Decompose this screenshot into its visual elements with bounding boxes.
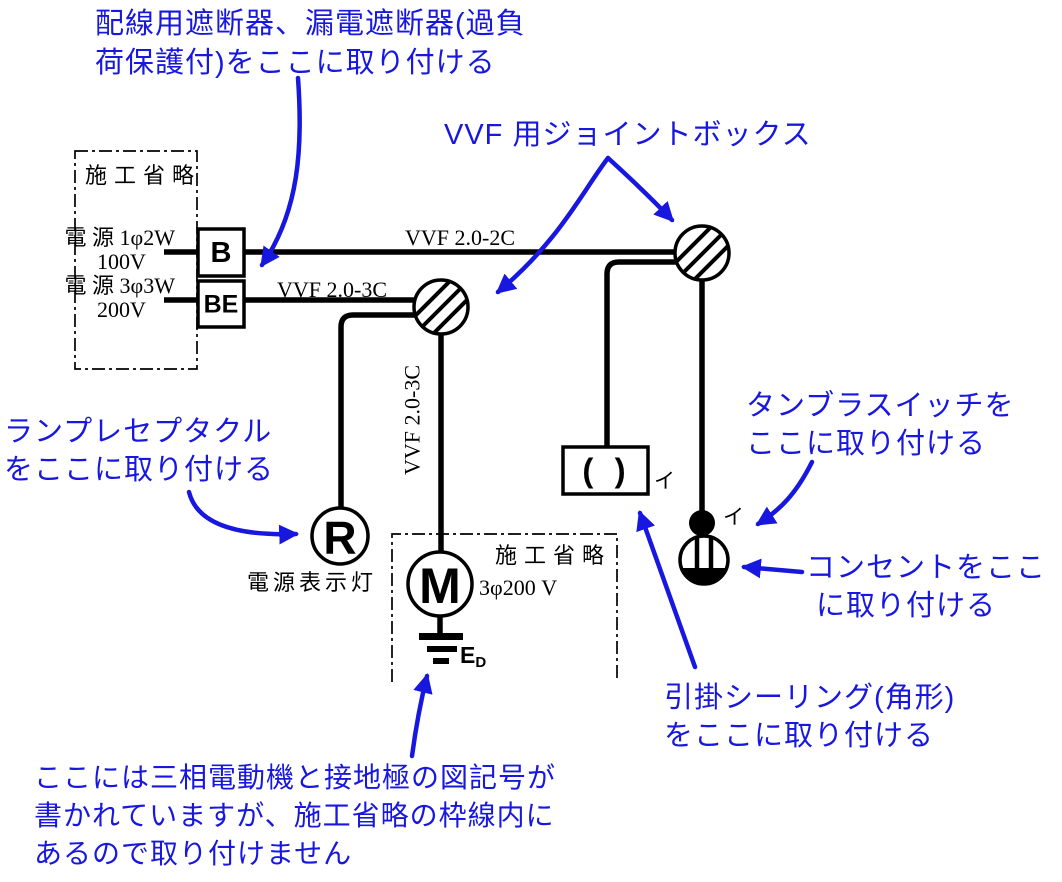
note-ceiling-line2: をここに取り付ける — [664, 720, 935, 752]
cable-label-left: VVF 2.0-3C — [277, 277, 388, 302]
switch-circuit-mark: イ — [723, 505, 744, 529]
cable-label-vertical: VVF 2.0-3C — [399, 364, 425, 476]
ground-electrode-icon — [419, 616, 463, 664]
breaker-be-label: BE — [203, 290, 239, 319]
lamp-caption: 電源表示灯 — [247, 570, 378, 595]
ground-label: ED — [460, 641, 486, 673]
ground-label-e: E — [460, 642, 476, 668]
note-breaker-line1: 配線用遮断器、漏電遮断器(過負 — [95, 8, 526, 40]
arrow-lamp — [186, 489, 299, 545]
tumbler-switch-icon — [689, 510, 715, 536]
arrow-jointbox-right — [605, 155, 675, 223]
note-ceiling-line1: 引掛シーリング(角形) — [664, 682, 956, 714]
wiring-lines — [164, 249, 705, 553]
note-outlet-line2: に取り付ける — [816, 590, 997, 622]
note-lamp-line1: ランプレセプタクル — [4, 416, 273, 448]
omission-box-top — [74, 150, 198, 370]
omission-label-motor: 施工省略 — [495, 543, 612, 568]
source2-label: 電 源 3φ3W — [64, 273, 175, 298]
wire-to-ceiling — [604, 259, 702, 448]
omission-label-top: 施工省略 — [85, 163, 202, 188]
note-lamp-line2: をここに取り付ける — [4, 454, 275, 486]
arrow-tumbler — [755, 459, 815, 527]
note-breaker-line2: 荷保護付)をここに取り付ける — [95, 47, 496, 79]
wire-to-lamp — [338, 312, 441, 509]
breaker-b-label: B — [210, 236, 232, 269]
outlet-icon — [678, 534, 730, 586]
lamp-letter: R — [323, 511, 357, 564]
arrow-outlet — [741, 558, 805, 579]
note-tumbler-line1: タンブラスイッチを — [746, 390, 1015, 422]
source1-voltage: 100V — [97, 249, 146, 274]
note-outlet-line1: コンセントをここ — [806, 552, 1047, 584]
note-motor-line1: ここには三相電動機と接地極の図記号が — [34, 762, 557, 793]
annotation-arrows — [186, 75, 815, 759]
source2-voltage: 200V — [97, 297, 146, 322]
note-tumbler-line2: ここに取り付ける — [746, 428, 987, 460]
motor-rating: 3φ200 V — [479, 575, 558, 600]
ceiling-rosette-box — [561, 445, 650, 496]
arrow-breaker — [259, 75, 302, 268]
ceiling-circuit-mark: イ — [654, 469, 675, 493]
junction-box-right-icon — [673, 224, 731, 282]
ground-label-d: D — [475, 654, 487, 671]
cable-label-top: VVF 2.0-2C — [405, 225, 516, 250]
lamp-receptacle-icon — [310, 506, 370, 566]
source1-label: 電 源 1φ2W — [64, 225, 175, 250]
note-motor-line3: あるので取り付けません — [34, 838, 353, 869]
arrow-jointbox-left — [495, 155, 611, 295]
ceiling-rosette-symbol: ( ) — [582, 451, 632, 489]
arrow-ceiling — [636, 510, 698, 670]
junction-box-left-icon — [412, 278, 470, 336]
motor-letter: M — [419, 557, 461, 614]
breaker-b-box — [196, 227, 246, 278]
note-motor-line2: 書かれていますが、施工省略の枠線内に — [34, 800, 555, 831]
omission-box-motor — [391, 533, 618, 682]
breaker-be-box — [196, 279, 246, 329]
note-jointbox: VVF 用ジョイントボックス — [444, 119, 812, 151]
arrow-ground-note — [409, 673, 433, 759]
